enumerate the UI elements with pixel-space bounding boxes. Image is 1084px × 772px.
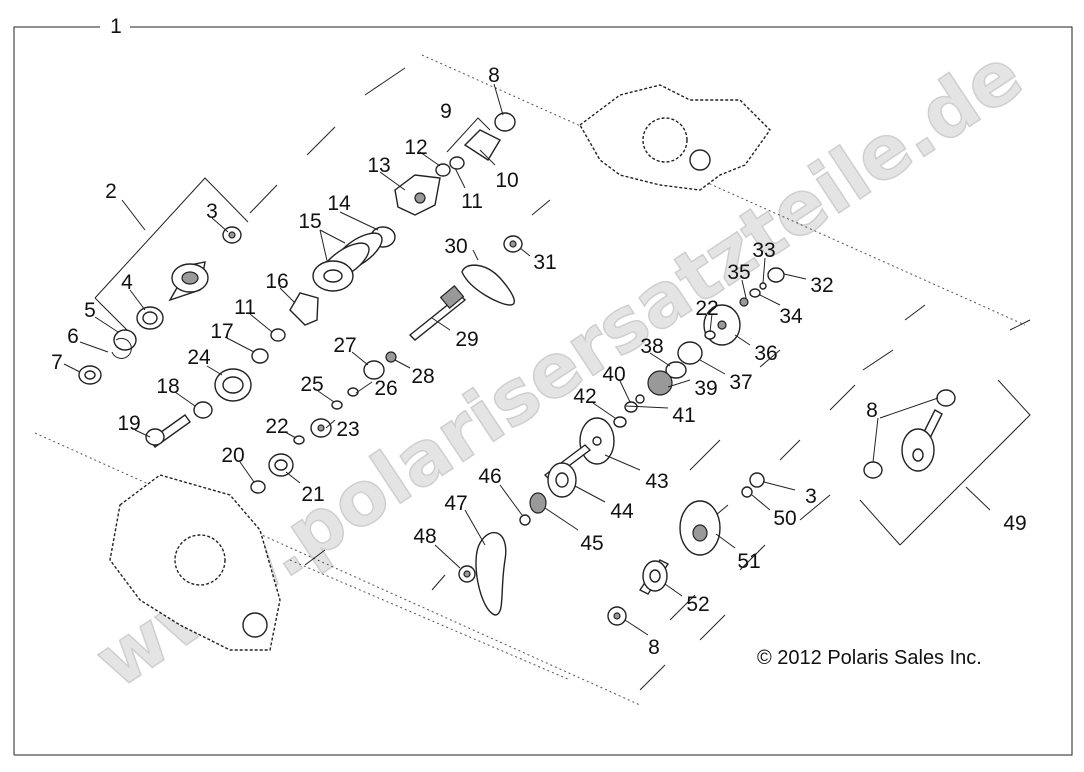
callout-label: 27 <box>333 334 356 357</box>
callout-assembly: 1 <box>110 15 122 38</box>
callout-label: 30 <box>444 235 467 258</box>
callout-label: 18 <box>156 375 179 398</box>
axis-lines <box>34 54 1031 706</box>
transmission-case-left <box>109 474 281 651</box>
callout-label: 48 <box>413 525 436 548</box>
callout-label: 41 <box>672 404 695 427</box>
callout-label: 14 <box>327 192 351 215</box>
callout-label: 25 <box>300 373 323 396</box>
callout-label: 44 <box>610 500 634 523</box>
callout-label: 39 <box>694 377 717 400</box>
callout-label: 10 <box>495 169 518 192</box>
callout-label: 49 <box>1003 512 1026 535</box>
callout-label: 7 <box>51 351 63 374</box>
callout-label: 37 <box>729 371 752 394</box>
callout-label: 42 <box>573 385 596 408</box>
callout-label: 17 <box>210 320 233 343</box>
callout-label: 11 <box>461 190 483 213</box>
callout-label: 23 <box>336 418 359 441</box>
callout-label: 33 <box>752 239 775 262</box>
callout-label: 22 <box>695 297 718 320</box>
bracket-2 <box>94 177 249 299</box>
callout-label: 40 <box>602 363 625 386</box>
callout-label: 35 <box>727 261 750 284</box>
callout-label: 28 <box>411 365 434 388</box>
leader-lines <box>63 83 939 636</box>
callout-label: 52 <box>686 593 709 616</box>
callout-label: 36 <box>754 342 777 365</box>
callout-label: 29 <box>455 328 478 351</box>
callout-label: 12 <box>404 136 427 159</box>
callout-label: 34 <box>779 305 803 328</box>
callout-label: 38 <box>640 335 663 358</box>
callout-label: 13 <box>367 154 390 177</box>
transmission-case-right <box>579 84 771 191</box>
callout-label: 11 <box>234 296 256 319</box>
callout-label: 51 <box>737 550 760 573</box>
callout-label: 31 <box>533 251 556 274</box>
callout-label: 32 <box>810 274 833 297</box>
copyright: © 2012 Polaris Sales Inc. <box>757 647 982 669</box>
bracket-49 <box>899 379 1031 546</box>
callout-label: 47 <box>444 492 467 515</box>
callout-label: 21 <box>301 483 324 506</box>
callout-label: 8 <box>648 636 660 659</box>
callout-label: 5 <box>84 299 96 322</box>
parts <box>78 112 956 626</box>
callout-label: 19 <box>117 412 140 435</box>
callout-label: 43 <box>645 470 668 493</box>
callout-label: 9 <box>440 100 452 123</box>
callout-label: 16 <box>265 270 288 293</box>
callout-label: 50 <box>773 507 796 530</box>
callout-label: 8 <box>488 64 500 87</box>
callout-label: 20 <box>221 444 244 467</box>
callout-label: 26 <box>374 377 397 400</box>
callout-label: 3 <box>206 200 218 223</box>
callout-label: 22 <box>265 415 288 438</box>
callout-label: 15 <box>298 210 321 233</box>
assembly-frame: 1 <box>13 15 1073 756</box>
callout-label: 46 <box>478 465 501 488</box>
callout-label: 8 <box>866 399 878 422</box>
callout-label: 45 <box>580 532 603 555</box>
callout-label: 3 <box>805 485 817 508</box>
callout-label: 2 <box>105 180 117 203</box>
callout-label: 6 <box>67 325 79 348</box>
callout-label: 4 <box>121 271 133 294</box>
callout-label: 24 <box>187 346 211 369</box>
